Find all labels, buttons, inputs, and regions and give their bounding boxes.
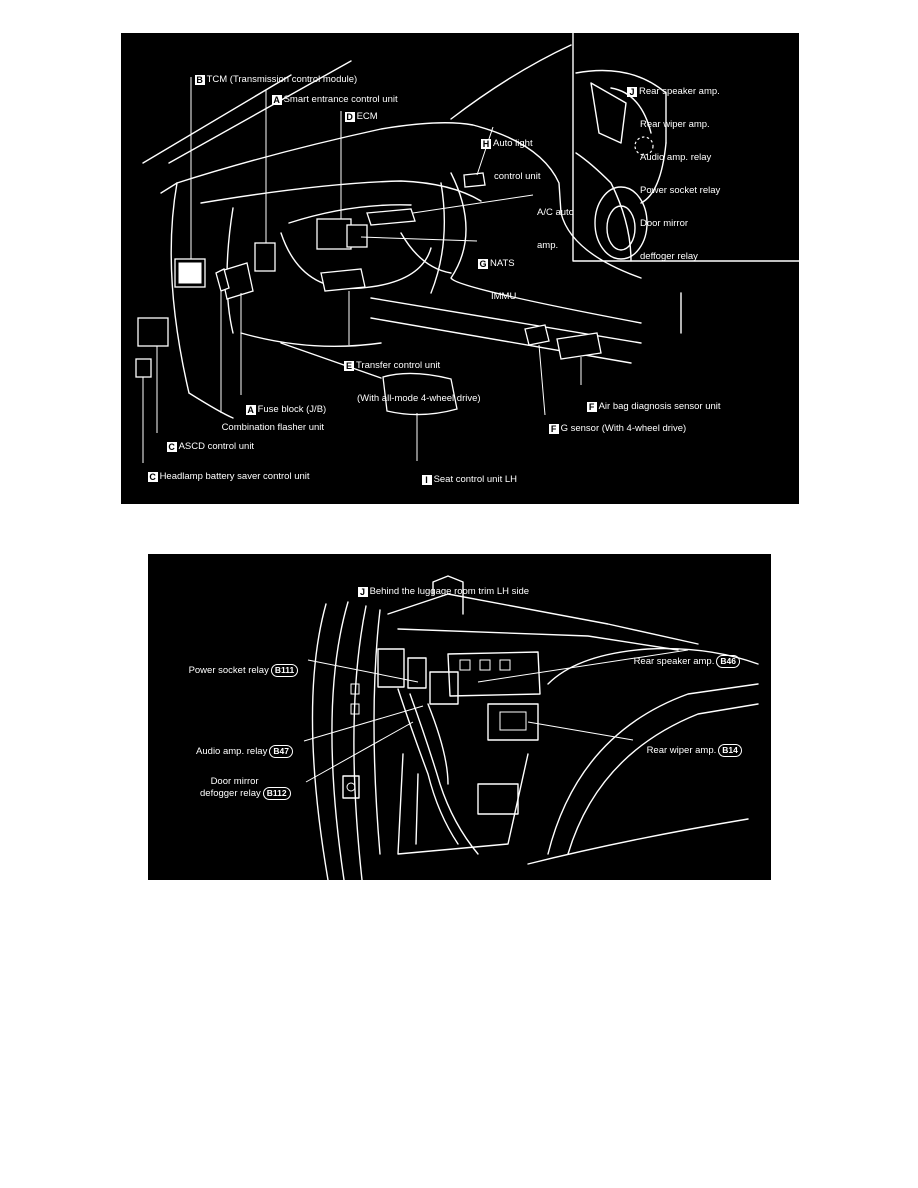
key-badge: G <box>478 259 488 269</box>
connector-badge: B112 <box>262 787 291 800</box>
luggage-room-illustration <box>303 575 759 880</box>
label-rear-speaker-amp: Rear speaker amp.B46 <box>623 644 740 679</box>
key-badge: F <box>548 424 559 434</box>
key-badge: A <box>271 95 282 105</box>
connector-badge: B14 <box>718 744 742 757</box>
connector-badge: B46 <box>716 655 740 668</box>
key-badge: D <box>344 112 355 122</box>
label-ac-auto-amp: A/C auto amp. <box>537 207 574 251</box>
key-badge: H <box>481 139 491 149</box>
label-combination-flasher: Combination flasher unit <box>221 422 325 433</box>
key-badge: C <box>147 472 158 482</box>
connector-badge: B111 <box>270 664 299 677</box>
key-badge: A <box>245 405 256 415</box>
key-badge: C <box>166 442 177 452</box>
key-badge: I <box>421 475 432 485</box>
key-badge: E <box>344 361 354 371</box>
key-badge: F <box>586 402 597 412</box>
key-badge: B <box>194 75 205 85</box>
connector-badge: B47 <box>269 745 293 758</box>
label-rear-wiper-amp: Rear wiper amp.B14 <box>636 733 742 768</box>
key-badge: J <box>357 587 368 597</box>
dashboard-illustration <box>135 33 799 463</box>
key-badge: J <box>627 87 637 97</box>
